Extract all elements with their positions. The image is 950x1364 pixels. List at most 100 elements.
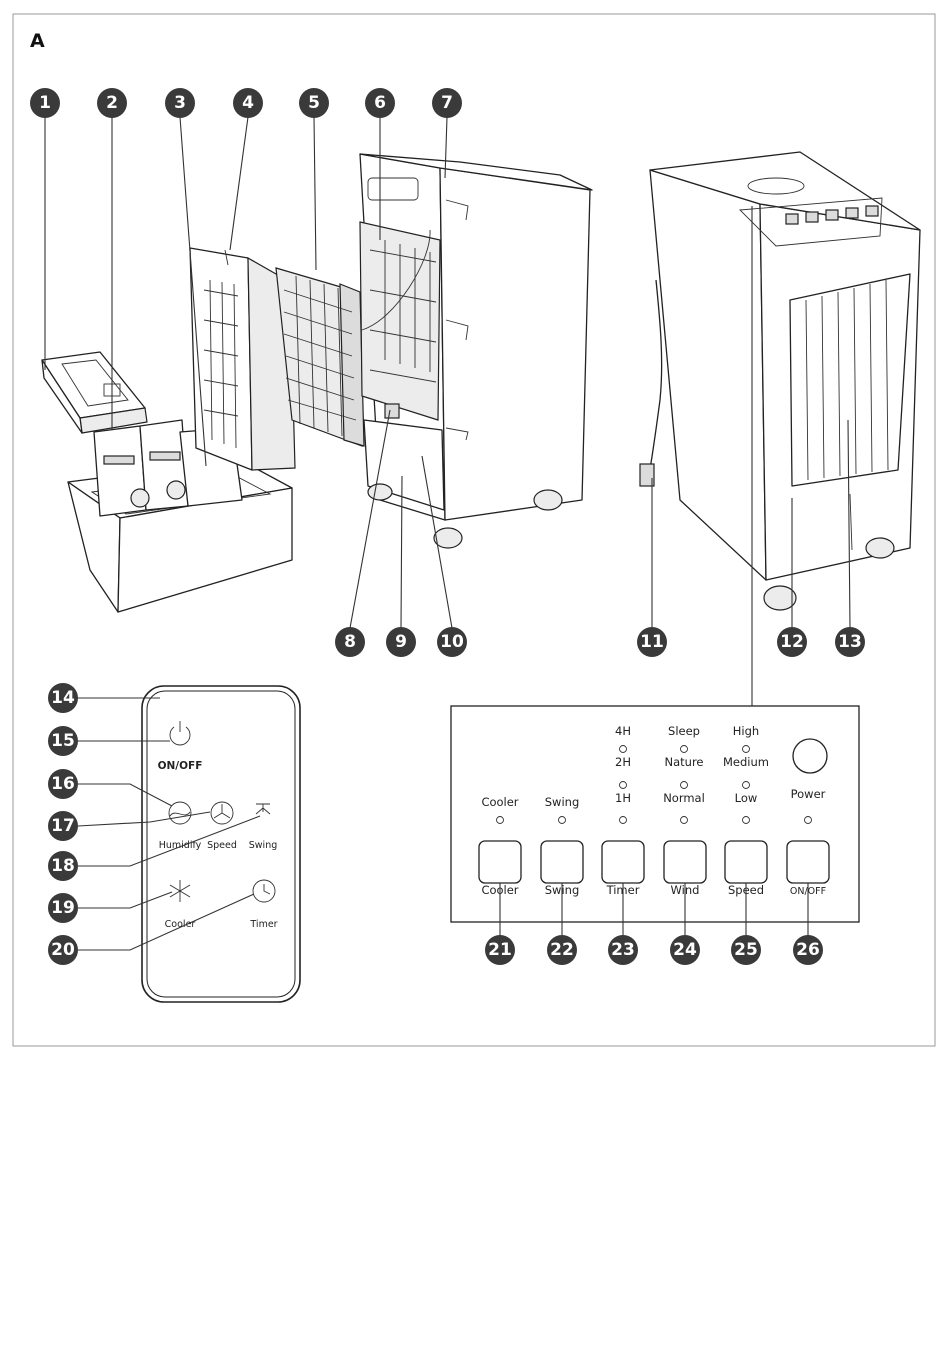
svg-text:21: 21: [488, 940, 512, 960]
indicator-led: [680, 745, 688, 753]
callout-5: 5: [299, 88, 329, 118]
callout-23: 23: [608, 935, 638, 965]
callout-14: 14: [48, 683, 78, 713]
indicator-normal: Normal: [663, 791, 705, 805]
indicator-medium: Medium: [723, 755, 769, 769]
indicator-high: High: [733, 724, 759, 738]
remote-timer-label: Timer: [249, 919, 277, 930]
indicator-cooler: Cooler: [481, 795, 518, 809]
indicator-1h: 1H: [615, 791, 631, 805]
callout-8: 8: [335, 627, 365, 657]
cooling-pad: [275, 267, 365, 447]
callout-15: 15: [48, 726, 78, 756]
top-leader-lines: [44, 116, 851, 706]
svg-text:20: 20: [51, 940, 75, 960]
speed-fan-icon[interactable]: [210, 801, 234, 825]
clock-icon[interactable]: [252, 879, 276, 903]
svg-text:9: 9: [395, 632, 407, 652]
svg-text:25: 25: [734, 940, 758, 960]
svg-text:19: 19: [51, 898, 75, 918]
svg-text:4: 4: [242, 93, 254, 113]
indicator-led: [742, 781, 750, 789]
svg-text:2: 2: [106, 93, 118, 113]
callout-13: 13: [835, 627, 865, 657]
power-icon[interactable]: [169, 721, 191, 746]
callout-17: 17: [48, 811, 78, 841]
callout-1: 1: [30, 88, 60, 118]
indicator-swing: Swing: [545, 795, 580, 809]
main-body-rear: [359, 153, 593, 549]
indicator-led: [619, 816, 627, 824]
on-off-button[interactable]: [786, 840, 830, 884]
callout-19: 19: [48, 893, 78, 923]
panel-leader-lines: [499, 883, 809, 936]
svg-text:7: 7: [441, 93, 453, 113]
callout-20: 20: [48, 935, 78, 965]
indicator-sleep: Sleep: [668, 724, 700, 738]
svg-text:8: 8: [344, 632, 356, 652]
callout-16: 16: [48, 769, 78, 799]
indicator-led: [742, 745, 750, 753]
cooler-button[interactable]: [478, 840, 522, 884]
remote-swing-label: Swing: [249, 840, 278, 851]
callout-18: 18: [48, 851, 78, 881]
svg-text:23: 23: [611, 940, 635, 960]
svg-text:5: 5: [308, 93, 320, 113]
svg-text:14: 14: [51, 688, 75, 708]
timer-button[interactable]: [601, 840, 645, 884]
svg-text:15: 15: [51, 731, 75, 751]
remote-body: [141, 685, 301, 1003]
callout-24: 24: [670, 935, 700, 965]
svg-text:22: 22: [550, 940, 574, 960]
callout-10: 10: [437, 627, 467, 657]
svg-text:12: 12: [780, 632, 804, 652]
callout-21: 21: [485, 935, 515, 965]
callout-12: 12: [777, 627, 807, 657]
svg-text:3: 3: [174, 93, 186, 113]
snowflake-icon[interactable]: [169, 880, 191, 902]
swing-icon[interactable]: [255, 803, 271, 815]
callout-6: 6: [365, 88, 395, 118]
speed-button[interactable]: [724, 840, 768, 884]
indicator-low: Low: [735, 791, 758, 805]
ice-tray: [41, 351, 148, 434]
indicator-nature: Nature: [665, 755, 704, 769]
remote-humidify-label: Humidify: [159, 840, 202, 851]
callout-25: 25: [731, 935, 761, 965]
callout-markers: 1 2 3 4 5 6 7 8 9 10 11 12 13 14 15 16 1…: [30, 88, 865, 965]
callout-7: 7: [432, 88, 462, 118]
section-letter: A: [30, 30, 45, 52]
swing-button[interactable]: [540, 840, 584, 884]
indicator-2h: 2H: [615, 755, 631, 769]
callout-2: 2: [97, 88, 127, 118]
water-tank: [67, 419, 293, 613]
control-panel: 4H 2H 1H Sleep Nature Normal High Medium…: [450, 705, 860, 936]
main-body-front: [639, 151, 921, 611]
svg-text:26: 26: [796, 940, 820, 960]
remote-cooler-label: Cooler: [165, 919, 196, 930]
callout-22: 22: [547, 935, 577, 965]
wind-button[interactable]: [663, 840, 707, 884]
remote-speed-label: Speed: [207, 840, 237, 851]
svg-text:24: 24: [673, 940, 697, 960]
indicator-led: [619, 745, 627, 753]
callout-4: 4: [233, 88, 263, 118]
panel-frame: [450, 705, 860, 923]
indicator-led: [558, 816, 566, 824]
svg-text:10: 10: [440, 632, 464, 652]
svg-text:13: 13: [838, 632, 862, 652]
callout-9: 9: [386, 627, 416, 657]
humidify-icon[interactable]: [168, 801, 192, 825]
indicator-led: [680, 816, 688, 824]
callout-11: 11: [637, 627, 667, 657]
remote-control: ON/OFF Humidify Speed Swing Cooler Timer: [77, 685, 301, 1003]
indicator-led: [496, 816, 504, 824]
indicator-4h: 4H: [615, 724, 631, 738]
remote-on-off-label: ON/OFF: [158, 760, 203, 772]
indicator-led: [742, 816, 750, 824]
indicator-power: Power: [791, 787, 826, 801]
svg-text:1: 1: [39, 93, 51, 113]
power-indicator-lamp: [792, 738, 828, 774]
svg-text:11: 11: [640, 632, 664, 652]
